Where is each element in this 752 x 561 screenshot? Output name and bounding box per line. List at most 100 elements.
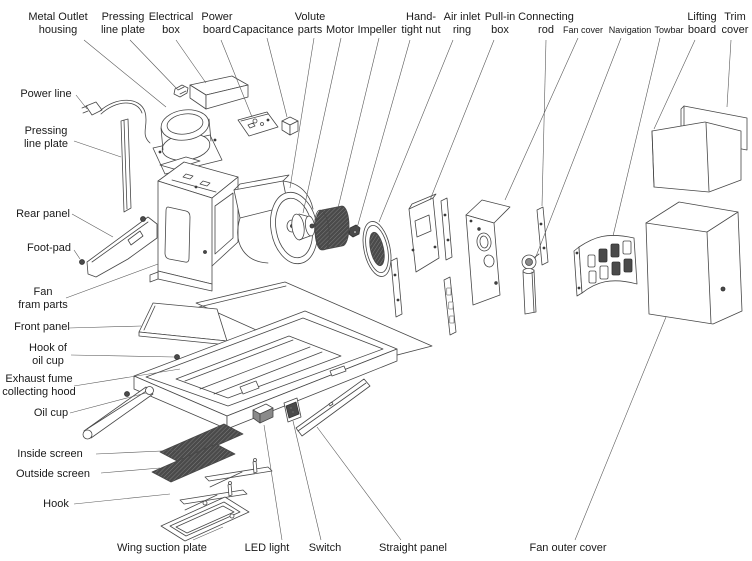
leader-hand-tight-nut <box>356 39 411 229</box>
leader-electrical-box <box>175 39 207 84</box>
parts-drawing <box>79 75 748 542</box>
leader-switch <box>292 420 322 541</box>
leader-oil-cup <box>69 392 147 414</box>
part-lifting-board <box>651 121 742 193</box>
leader-capacitance <box>266 37 288 118</box>
part-inside-screen <box>159 423 244 463</box>
leader-navigation <box>534 37 622 260</box>
part-connecting-rods <box>390 197 549 336</box>
part-foot-pad <box>79 259 85 265</box>
leader-connecting-rod <box>541 39 547 207</box>
leader-lines <box>65 37 732 541</box>
part-hooks <box>179 458 273 511</box>
leader-fan-fram-parts <box>65 263 159 299</box>
part-led-light <box>252 403 274 424</box>
label-capacitance: Capacitance <box>232 24 293 36</box>
leader-outside-screen <box>100 467 161 474</box>
part-pressing-line-plate-left <box>120 118 132 213</box>
part-rear-panel <box>86 216 158 278</box>
part-towbar <box>573 235 638 297</box>
part-outside-screen <box>151 443 236 483</box>
part-straight-panel <box>295 378 371 437</box>
label-switch: Switch <box>309 542 341 554</box>
leader-rear-panel <box>71 213 114 238</box>
label-foot-pad: Foot-pad <box>27 242 71 254</box>
leader-foot-pad <box>73 249 81 260</box>
leader-towbar <box>612 37 661 237</box>
leader-power-board <box>220 39 253 118</box>
label-oil-cup: Oil cup <box>34 407 68 419</box>
leader-motor <box>302 37 342 214</box>
part-capacitance <box>281 116 299 136</box>
part-pull-in-box <box>408 193 440 273</box>
label-rear-panel: Rear panel <box>16 208 70 220</box>
label-front-panel: Front panel <box>14 321 70 333</box>
leader-fan-cover <box>504 37 579 201</box>
leader-inside-screen <box>95 449 185 455</box>
part-power-line <box>81 99 151 144</box>
leader-exhaust-fume-collecting-hood <box>73 368 181 387</box>
label-navigation: Navigation <box>609 25 652 35</box>
part-navigation <box>521 253 540 315</box>
leader-impeller <box>337 37 380 209</box>
leader-front-panel <box>68 325 142 329</box>
part-fan-cover <box>465 199 511 306</box>
part-oil-cup-hooks <box>124 354 180 397</box>
leader-air-inlet-ring <box>378 39 454 223</box>
part-air-inlet-ring <box>362 221 392 277</box>
leader-power-line <box>75 94 88 110</box>
leader-lifting-board <box>653 39 696 130</box>
part-power-board <box>237 111 279 137</box>
part-electrical-box <box>189 75 249 110</box>
leader-wing-suction-plate <box>192 526 224 541</box>
label-fan-outer-cover: Fan outer cover <box>529 542 606 554</box>
leader-hook <box>73 493 171 505</box>
part-impeller <box>314 205 350 251</box>
leader-metal-outlet-housing <box>83 39 167 108</box>
part-pressing-line-plate-upper <box>173 84 189 98</box>
leader-pressing-line-plate-left <box>73 140 122 158</box>
label-outside-screen: Outside screen <box>16 468 90 480</box>
label-impeller: Impeller <box>357 24 396 36</box>
part-switch <box>283 397 302 423</box>
label-hand-tight-nut: Hand-tight nut <box>401 11 440 36</box>
label-towbar: Towbar <box>654 25 683 35</box>
part-fan-outer-cover <box>645 201 743 325</box>
leader-led-light <box>263 424 283 541</box>
leader-straight-panel <box>316 426 402 541</box>
part-motor <box>291 213 316 241</box>
label-fan-cover: Fan cover <box>563 25 603 35</box>
part-fan-frame <box>149 156 239 292</box>
leader-trim-cover <box>726 39 732 108</box>
label-inside-screen: Inside screen <box>17 448 82 460</box>
leader-volute-parts <box>289 37 315 189</box>
part-oil-cup <box>82 386 154 440</box>
leader-fan-outer-cover <box>574 316 667 541</box>
label-led-light: LED light <box>245 542 290 554</box>
leader-pressing-line-plate-upper <box>129 39 179 91</box>
leader-hook-of-oil-cup <box>70 354 175 358</box>
label-power-line: Power line <box>20 88 71 100</box>
label-wing-suction-plate: Wing suction plate <box>117 542 207 554</box>
label-motor: Motor <box>326 24 354 36</box>
label-hook: Hook <box>43 498 69 510</box>
part-wing-suction-plate <box>160 496 250 542</box>
leader-pull-in-box <box>429 39 495 201</box>
